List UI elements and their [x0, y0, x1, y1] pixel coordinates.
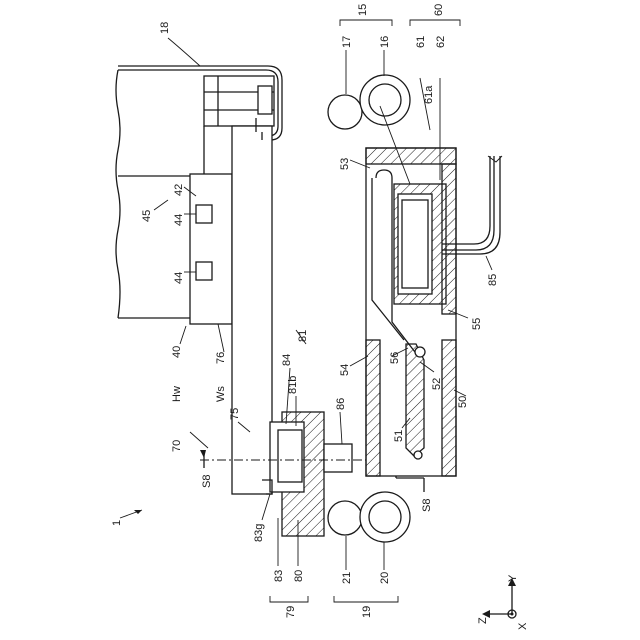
nozzle-44-upper	[196, 205, 212, 223]
label-83: 83	[273, 570, 285, 582]
label-75: 75	[229, 408, 241, 420]
label-19: 19	[361, 606, 373, 618]
label-70: 70	[171, 440, 183, 452]
label-15: 15	[357, 4, 369, 16]
label-s8-right: S8	[421, 499, 433, 512]
pivot-52	[415, 347, 425, 357]
nozzle-44-lower	[196, 262, 212, 280]
roller-set-15	[328, 75, 410, 129]
label-79: 79	[285, 606, 297, 618]
label-ws: Ws	[215, 386, 227, 402]
label-17: 17	[341, 36, 353, 48]
label-hw: Hw	[171, 386, 183, 402]
label-50: 50	[457, 396, 469, 408]
label-61: 61	[415, 36, 427, 48]
clip-part	[258, 86, 272, 114]
roller-21	[328, 501, 362, 535]
label-axis-z: Z	[477, 617, 489, 624]
label-54: 54	[339, 364, 351, 376]
label-s8-left: S8	[201, 475, 213, 488]
label-80: 80	[293, 570, 305, 582]
wall-54-left	[366, 340, 380, 476]
label-18: 18	[159, 22, 171, 34]
label-52: 52	[431, 378, 443, 390]
label-86: 86	[335, 398, 347, 410]
shaft-86	[324, 444, 352, 472]
label-76: 76	[215, 352, 227, 364]
axis-indicator	[482, 578, 516, 618]
label-84: 84	[281, 354, 293, 366]
roller-16-inner	[369, 84, 401, 116]
leader-arrows	[134, 450, 206, 514]
wiper-51	[406, 344, 424, 456]
label-45: 45	[141, 210, 153, 222]
head-plate-42	[190, 174, 232, 324]
label-56: 56	[389, 352, 401, 364]
label-85: 85	[487, 274, 499, 286]
pivot-lower	[414, 451, 422, 459]
label-81: 81	[297, 330, 309, 342]
wall-54-right	[442, 340, 456, 476]
roller-20-inner	[369, 501, 401, 533]
label-44-lower: 44	[173, 272, 185, 284]
maintenance-unit-50	[366, 148, 502, 476]
label-61a: 61a	[423, 85, 435, 104]
cap-inner-84	[278, 430, 302, 482]
label-60: 60	[433, 4, 445, 16]
roller-set-19	[328, 492, 410, 542]
label-44-upper: 44	[173, 214, 185, 226]
label-55: 55	[471, 318, 483, 330]
label-62: 62	[435, 36, 447, 48]
label-21: 21	[341, 572, 353, 584]
roller-17	[328, 95, 362, 129]
label-81b: 81b	[287, 376, 299, 394]
label-42: 42	[173, 184, 185, 196]
label-51: 51	[393, 430, 405, 442]
label-axis-y: Y	[507, 574, 519, 582]
frame-top-53	[366, 148, 456, 164]
label-16: 16	[379, 36, 391, 48]
plate-76	[232, 126, 272, 494]
label-40: 40	[171, 346, 183, 358]
label-53: 53	[339, 158, 351, 170]
label-83g: 83g	[253, 524, 265, 542]
carriage-plate-75	[232, 118, 272, 494]
label-20: 20	[379, 572, 391, 584]
label-axis-x: X	[517, 622, 529, 630]
label-figure-1: 1	[111, 520, 123, 526]
cap-core	[402, 200, 428, 288]
